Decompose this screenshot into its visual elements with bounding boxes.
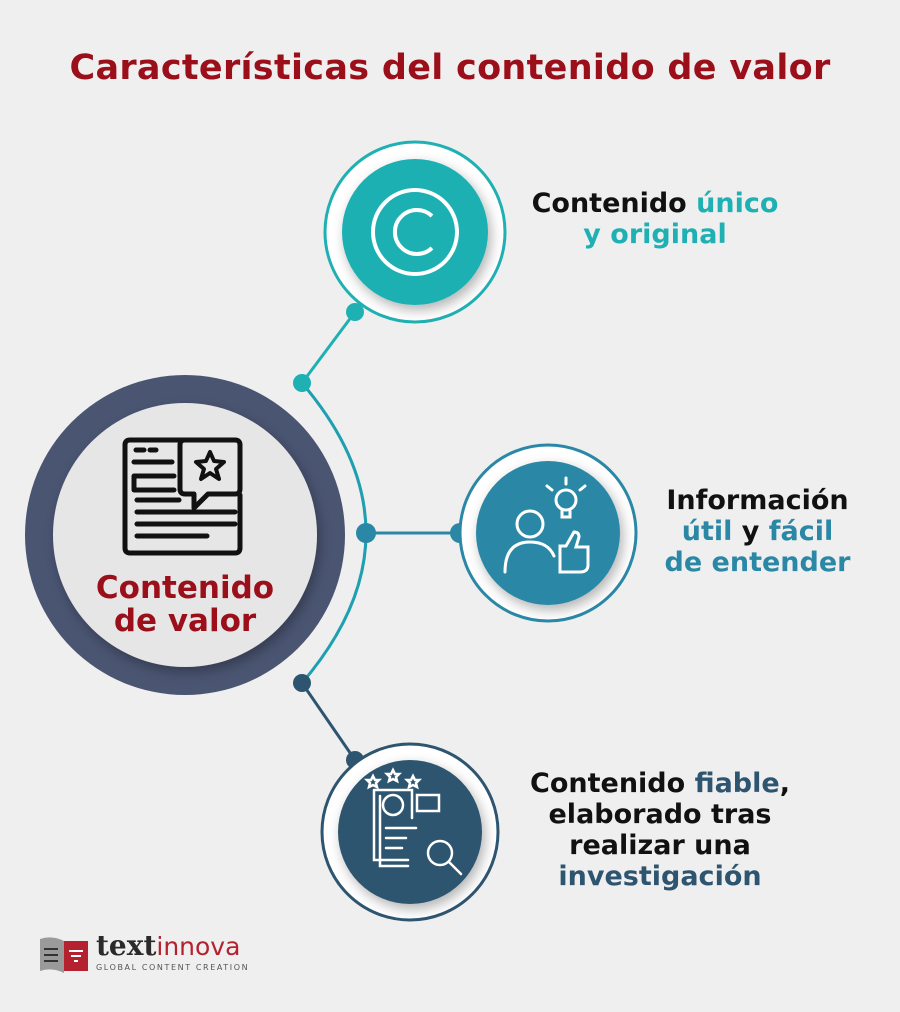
highlight: útil [681,516,733,547]
item-2-circle [458,443,638,623]
highlight: fiable [694,768,780,799]
item-3-text: Contenido fiable, elaborado tras realiza… [520,768,800,892]
highlight: investigación [558,861,762,892]
connector-3 [300,682,357,761]
article-star-icon [122,437,243,556]
textinnova-logo: textinnova GLOBAL CONTENT CREATION [38,929,248,977]
document-search-rating-icon [363,767,463,876]
item-1-text: Contenido único y original [520,188,790,250]
logo-word-bold: text [96,929,157,962]
text: , [779,768,790,799]
center-label-line2: de valor [113,603,257,639]
center-label-line1: Contenido [95,570,275,606]
center-label: Contenido de valor [85,572,285,638]
text: elaborado tras [548,799,772,830]
logo-tagline: GLOBAL CONTENT CREATION [96,963,250,972]
highlight: y original [583,219,727,250]
connector-1 [300,311,357,384]
highlight: único [696,188,779,219]
item-3-circle [320,742,500,922]
highlight: de entender [664,547,851,578]
item-1-circle [323,140,507,324]
text: Contenido [530,768,695,799]
page-title: Características del contenido de valor [69,48,831,88]
center-circle [25,375,345,695]
connector-dot [346,303,364,321]
connector-dot [293,674,311,692]
highlight: fácil [768,516,834,547]
connector-dot [293,374,311,392]
text: Contenido [531,188,697,219]
book-logo-icon [40,937,88,973]
text: realizar una [569,830,751,861]
connector-dot [356,523,376,543]
item-2-text: Información útil y fácil de entender [650,485,865,578]
text: y [732,516,769,547]
logo-word-light: innova [156,932,241,961]
person-idea-thumbs-up-icon [503,476,590,574]
text: Información [666,485,849,516]
copyright-icon [371,188,459,276]
